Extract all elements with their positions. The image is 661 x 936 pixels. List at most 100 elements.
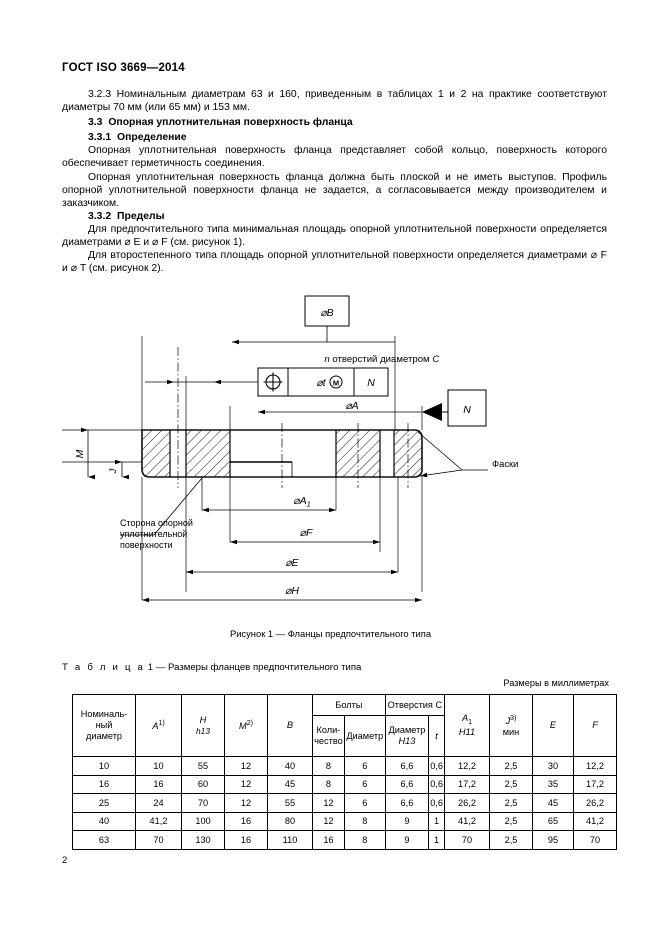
heading-3-3-1: 3.3.1 Определение	[62, 131, 607, 144]
table-cell: 2,5	[489, 830, 533, 850]
table-cell: 8	[343, 830, 386, 850]
header-f: F	[573, 694, 617, 757]
table-cell: 80	[267, 811, 313, 831]
table-cell: 10	[72, 756, 136, 776]
table-cell: 100	[181, 811, 225, 831]
table-cell: 12	[224, 774, 268, 794]
table-cell: 2,5	[489, 811, 533, 831]
table-cell: 65	[532, 811, 574, 831]
header-hole-diameter: Диаметр H13	[384, 715, 430, 757]
table-cell: 8	[312, 756, 345, 776]
label-diameter-f: ⌀F	[300, 527, 313, 539]
table-cell: 45	[267, 774, 313, 794]
paragraph-3-3-2-b: Для второстепенного типа площадь опорной…	[62, 250, 607, 275]
table-cell: 6	[343, 774, 386, 794]
header-j-min: J3) мин	[489, 694, 533, 757]
table-cell: 12	[312, 811, 345, 831]
table-cell: 6,6	[384, 793, 430, 813]
svg-text:⌀t: ⌀t	[316, 377, 326, 389]
figure-1-caption: Рисунок 1 — Фланцы предпочтительного тип…	[229, 628, 432, 639]
heading-3-3-2-number: 3.3.2	[88, 210, 112, 222]
table-cell: 70	[573, 830, 617, 850]
header-t: t	[428, 715, 445, 757]
header-nominal-diameter: Номиналь- ный диаметр	[72, 694, 136, 757]
table-cell: 16	[72, 774, 136, 794]
table-cell: 16	[312, 830, 345, 850]
table-cell: 16	[135, 774, 182, 794]
table-cell: 2,5	[489, 756, 533, 776]
table-cell: 26,2	[573, 793, 617, 813]
table-cell: 40	[267, 756, 313, 776]
heading-3-3-2: 3.3.2 Пределы	[62, 210, 607, 223]
label-datum-n: N	[463, 404, 471, 416]
body-text-block: 3.2.3 Номинальным диаметрам 63 и 160, пр…	[62, 88, 607, 275]
page-number: 2	[62, 855, 68, 866]
table-cell: 8	[343, 811, 386, 831]
table-cell: 17,2	[444, 774, 490, 794]
header-e: E	[532, 694, 574, 757]
standard-header: ГОСТ ISO 3669—2014	[62, 62, 185, 74]
table-cell: 12,2	[573, 756, 617, 776]
table-cell: 55	[267, 793, 313, 813]
table-cell: 110	[267, 830, 313, 850]
table-cell: 41,2	[573, 811, 617, 831]
svg-text:M: M	[333, 379, 339, 388]
table-1-title: Т а б л и ц а 1 — Размеры фланцев предпо…	[62, 662, 361, 673]
heading-3-3-1-number: 3.3.1	[88, 132, 112, 144]
table-cell: 70	[181, 793, 225, 813]
label-diameter-h: ⌀H	[285, 585, 299, 597]
table-header-row-top: Номиналь- ный диаметр A1) H h13 M2) B Бо…	[72, 694, 617, 757]
table-1-title-text: 1 — Размеры фланцев предпочтительного ти…	[147, 662, 362, 673]
table-cell: 70	[444, 830, 490, 850]
heading-3-3-text: Опорная уплотнительная поверхность фланц…	[108, 117, 353, 129]
table-cell: 130	[181, 830, 225, 850]
table-cell: 60	[181, 774, 225, 794]
label-diameter-a: ⌀A	[345, 400, 358, 412]
heading-3-3-1-text: Определение	[117, 132, 187, 144]
table-cell: 12	[224, 756, 268, 776]
table-units-note: Размеры в миллиметрах	[503, 678, 609, 688]
table-cell: 12	[224, 793, 268, 813]
header-m: M2)	[224, 694, 268, 757]
table-cell: 30	[532, 756, 574, 776]
table-cell: 2,5	[489, 774, 533, 794]
table-cell: 9	[384, 811, 430, 831]
table-cell: 45	[532, 793, 574, 813]
header-b: B	[267, 694, 313, 757]
table-cell: 41,2	[444, 811, 490, 831]
table-header-row-sub: Коли- чество Диаметр Диаметр H13 t	[73, 715, 617, 757]
header-a: A1)	[135, 694, 182, 757]
header-h: H h13	[181, 694, 225, 757]
table-cell: 6	[343, 756, 386, 776]
paragraph-clause-3-2-3: 3.2.3 Номинальным диаметрам 63 и 160, пр…	[62, 89, 607, 114]
position-tolerance-icon	[263, 372, 283, 392]
label-bearing-side: Сторона опорной уплотнительной поверхнос…	[120, 518, 195, 550]
label-diameter-b: ⌀B	[320, 307, 333, 319]
mmc-modifier-icon: M	[329, 375, 343, 389]
table-1-title-label: Т а б л и ц а	[62, 662, 146, 673]
label-diameter-e: ⌀E	[285, 557, 299, 569]
table-cell: 10	[135, 756, 182, 776]
table-cell: 8	[312, 774, 345, 794]
fcf-tolerance-value: ⌀t	[316, 377, 326, 389]
header-bolt-diameter: Диаметр	[343, 715, 386, 757]
table-cell: 1	[428, 811, 445, 831]
table-cell: 6,6	[384, 756, 430, 776]
paragraph-3-3-2-a: Для предпочтительного типа минимальная п…	[62, 223, 607, 249]
heading-3-3-number: 3.3	[88, 117, 103, 129]
table-cell: 9	[384, 830, 430, 850]
paragraph-3-3-1-a: Опорная уплотнительная поверхность фланц…	[62, 145, 607, 170]
table-cell: 0,6	[428, 793, 445, 813]
paragraph-3-3-1-b: Опорная уплотнительная поверхность фланц…	[62, 171, 607, 209]
table-cell: 17,2	[573, 774, 617, 794]
table-cell: 6,6	[384, 774, 430, 794]
table-cell: 55	[181, 756, 225, 776]
header-group-holes-c: Отверстия C	[384, 694, 446, 716]
table-cell: 35	[532, 774, 574, 794]
heading-3-3: 3.3 Опорная уплотнительная поверхность ф…	[62, 116, 607, 129]
label-holes-note: nn отверстий диаметром C отверстий диаме…	[215, 354, 440, 365]
table-1-flange-dimensions: Номиналь- ный диаметр A1) H h13 M2) B Бо…	[72, 694, 617, 850]
table-cell: 12	[312, 793, 345, 813]
